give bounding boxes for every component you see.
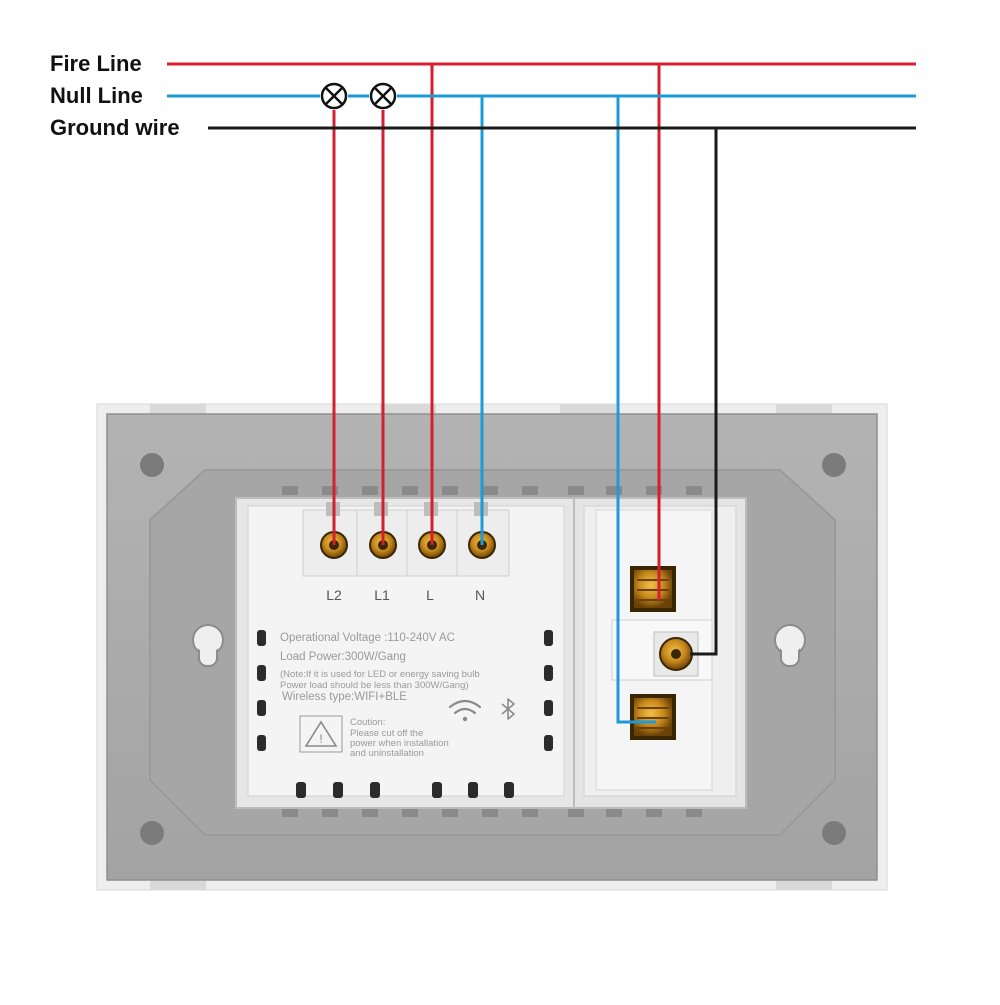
spec-voltage: Operational Voltage :110-240V AC — [280, 632, 455, 644]
svg-text:!: ! — [319, 732, 322, 746]
socket-terminal-neutral — [630, 694, 676, 740]
lamp-icon — [320, 82, 348, 110]
null-wire-to-socket — [616, 96, 656, 724]
wire-group-ground — [208, 126, 916, 656]
mounting-hole — [140, 453, 164, 477]
mounting-hole — [822, 821, 846, 845]
terminal-label-l1: L1 — [374, 587, 390, 603]
spec-wireless: Wireless type:WIFI+BLE — [282, 691, 407, 703]
spec-note-line2: Power load should be less than 300W/Gang… — [280, 680, 469, 691]
caution-line3: and uninstallation — [350, 748, 424, 759]
wire-group-null — [167, 94, 916, 724]
caution-line2: power when installation — [350, 738, 449, 749]
wire-group-fire — [167, 62, 916, 600]
mounting-hole — [822, 453, 846, 477]
mounting-hole — [140, 821, 164, 845]
caution-title: Coution: — [350, 717, 385, 728]
switch-module: L2 L1 L N Operational Voltage :110-240V … — [235, 497, 575, 809]
socket-terminal-live — [630, 566, 676, 612]
ground-wire-to-socket — [690, 128, 718, 656]
terminal-label-n: N — [475, 587, 485, 603]
spec-load: Load Power:300W/Gang — [280, 651, 406, 663]
warning-icon: ! — [304, 720, 338, 747]
ground-wire-label: Ground wire — [50, 115, 180, 140]
wifi-icon — [448, 699, 482, 722]
lamp-icon — [369, 82, 397, 110]
caution-line1: Please cut off the — [350, 728, 423, 739]
caution-frame — [299, 715, 343, 753]
spec-note-line1: (Note:If it is used for LED or energy sa… — [280, 669, 480, 680]
module-grips — [257, 630, 553, 798]
terminal-label-l2: L2 — [326, 587, 342, 603]
bluetooth-icon — [501, 698, 515, 720]
keyhole-slot — [774, 624, 806, 667]
null-line-label: Null Line — [50, 83, 143, 108]
terminal-label-l: L — [426, 587, 434, 603]
keyhole-slot — [192, 624, 224, 667]
socket-module — [573, 497, 747, 809]
fire-line-label: Fire Line — [50, 51, 142, 76]
